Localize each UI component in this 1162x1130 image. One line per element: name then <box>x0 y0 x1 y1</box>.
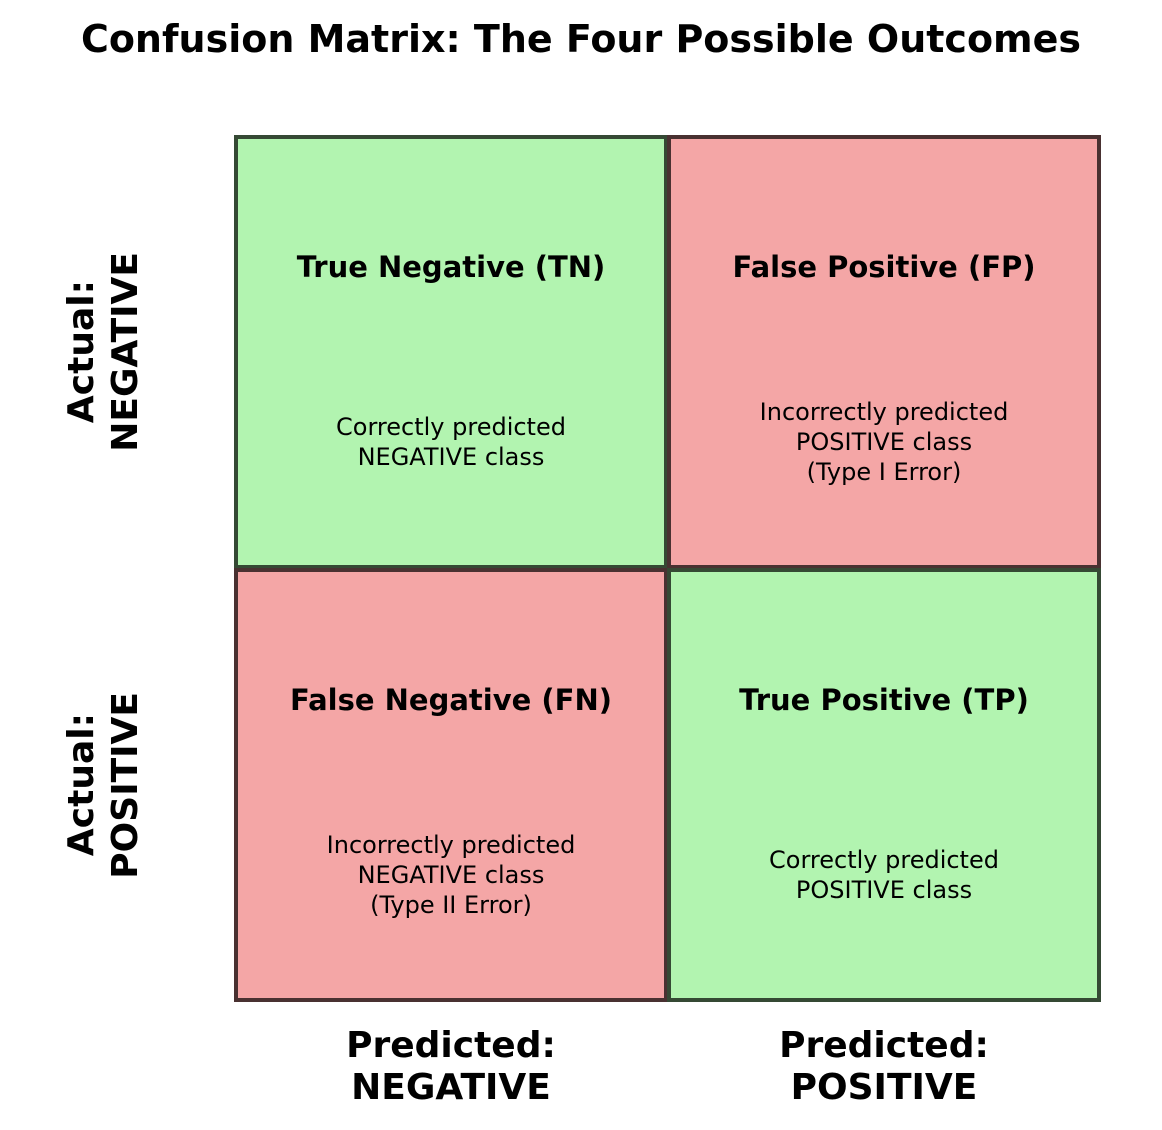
cell-heading: True Positive (TP) <box>739 683 1029 717</box>
y-label-actual-negative-line2: NEGATIVE <box>104 135 148 569</box>
cell-heading: False Negative (FN) <box>290 683 612 717</box>
y-label-actual-positive-line2: POSITIVE <box>104 568 148 1002</box>
y-label-line: Actual: <box>61 713 102 857</box>
cell-false-positive: False Positive (FP) Incorrectly predicte… <box>667 135 1101 569</box>
x-label-line: Predicted: <box>779 1025 989 1066</box>
cell-description: Correctly predicted POSITIVE class <box>769 846 999 904</box>
cell-false-negative: False Negative (FN) Incorrectly predicte… <box>234 568 668 1002</box>
cell-description: Correctly predicted NEGATIVE class <box>336 413 566 471</box>
y-label-actual-negative-line1: Actual: <box>60 135 104 569</box>
cell-true-positive: True Positive (TP) Correctly predicted P… <box>667 568 1101 1002</box>
cell-description: Incorrectly predicted NEGATIVE class (Ty… <box>326 831 576 919</box>
y-label-line: NEGATIVE <box>105 252 146 452</box>
x-label-predicted-positive: Predicted:POSITIVE <box>667 1025 1101 1109</box>
x-label-line: POSITIVE <box>790 1067 978 1108</box>
y-label-actual-positive-line1: Actual: <box>60 568 104 1002</box>
y-label-line: POSITIVE <box>105 691 146 879</box>
x-label-predicted-negative: Predicted:NEGATIVE <box>234 1025 668 1109</box>
cell-true-negative: True Negative (TN) Correctly predicted N… <box>234 135 668 569</box>
cell-description: Incorrectly predicted POSITIVE class (Ty… <box>759 398 1009 486</box>
y-label-line: Actual: <box>61 280 102 424</box>
x-label-line: NEGATIVE <box>351 1067 551 1108</box>
cell-heading: False Positive (FP) <box>732 250 1036 284</box>
diagram-title: Confusion Matrix: The Four Possible Outc… <box>80 17 1082 61</box>
cell-heading: True Negative (TN) <box>296 250 606 284</box>
x-label-line: Predicted: <box>346 1025 556 1066</box>
